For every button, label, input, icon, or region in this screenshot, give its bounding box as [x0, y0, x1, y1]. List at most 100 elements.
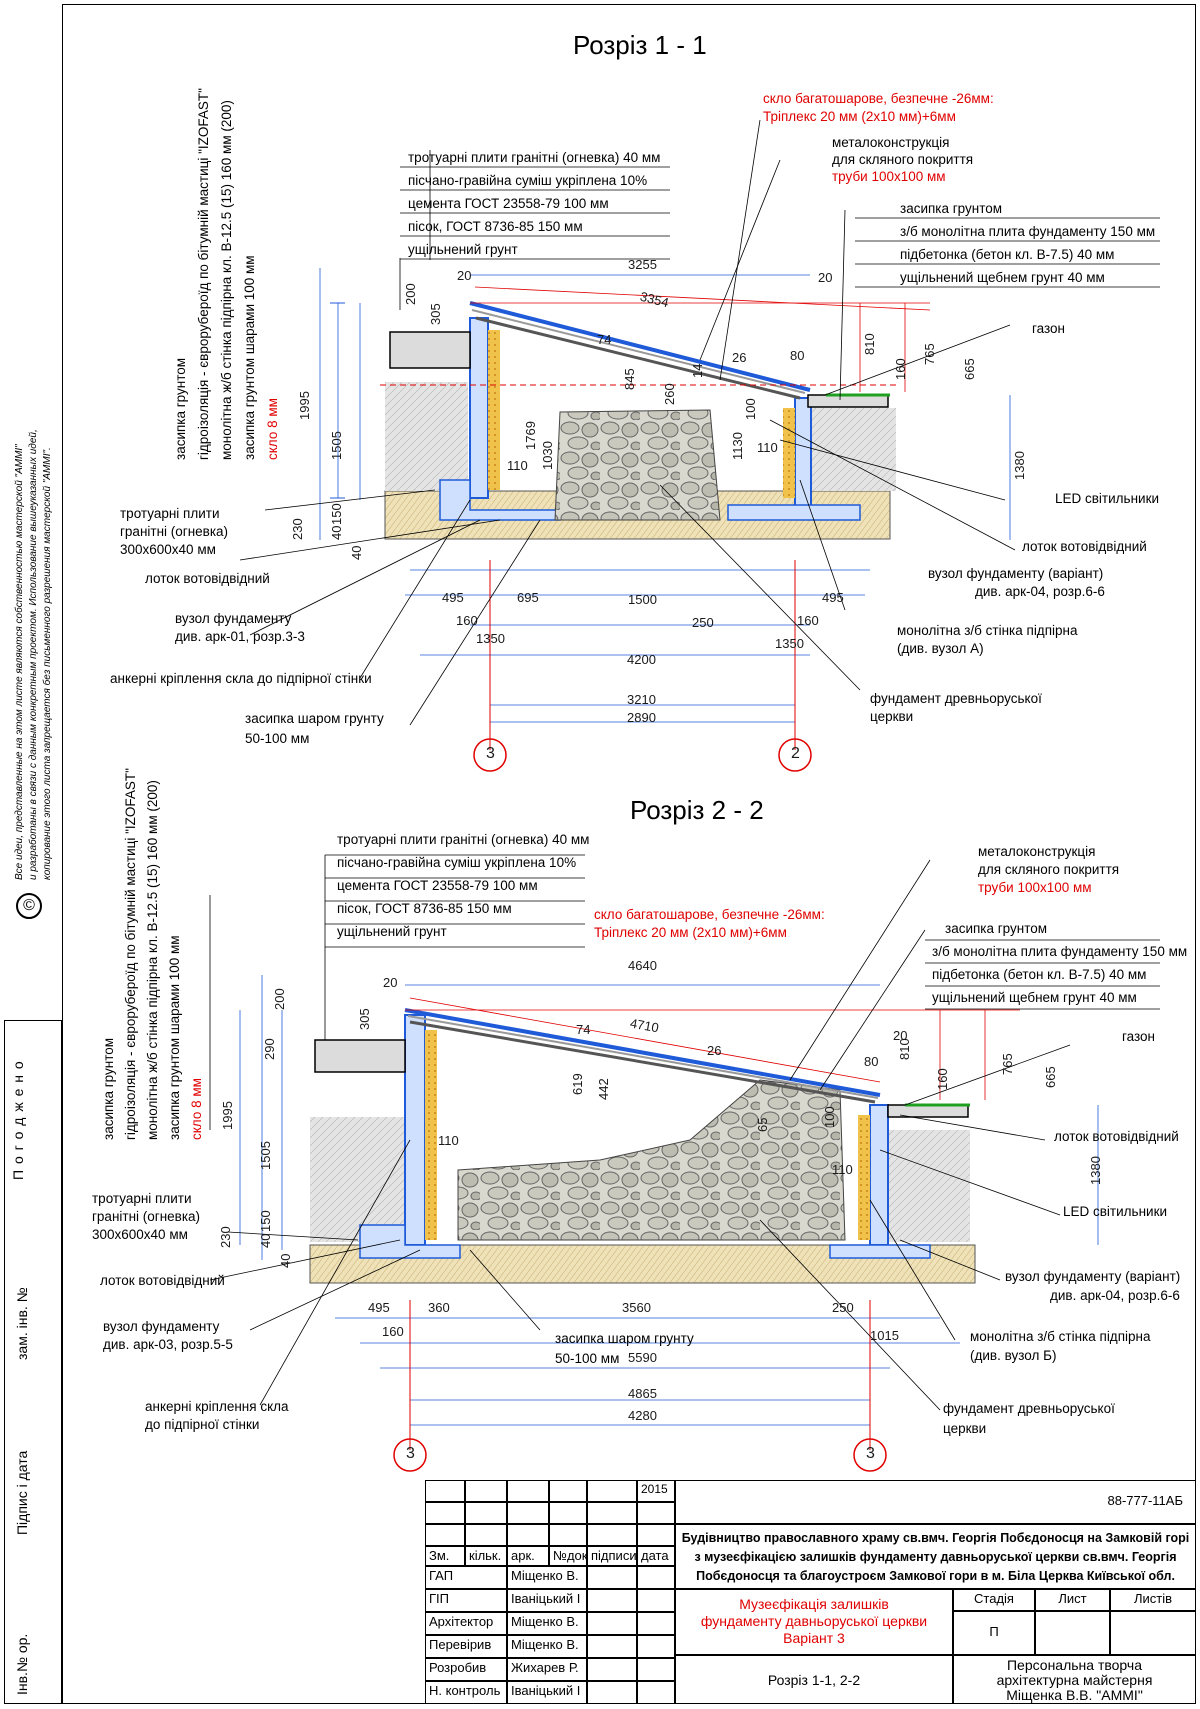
s1-dim: 3210	[627, 692, 656, 707]
s2-vuzol-right-2: див. арк-04, розр.6-6	[1050, 1288, 1180, 1303]
s2-pave-layer-4: пісок, ГОСТ 8736-85 150 мм	[337, 901, 512, 916]
s1-vuzol-left-1: вузол фундаменту	[175, 611, 292, 626]
s1-dim: 80	[790, 348, 805, 363]
s1-dim: 250	[692, 615, 714, 630]
s1-dim: 1769	[523, 421, 538, 450]
stamp-hdr-kilk: кільк.	[465, 1546, 507, 1566]
s1-dim: 26	[732, 350, 747, 365]
stamp-firm-line-2: архітектурна майстерня	[996, 1672, 1153, 1688]
s2-dim: 1380	[1088, 1156, 1103, 1185]
s2-dim: 150	[258, 1210, 273, 1232]
s2-metal-2: для скляного покриття	[978, 862, 1120, 877]
s2-pave-layer-2: пісчано-гравійна суміш укріплена 10%	[337, 855, 577, 870]
s1-dim: 110	[757, 440, 778, 455]
s2-dim: 810	[897, 1038, 912, 1060]
stamp-stadia-label: Стадія	[953, 1589, 1035, 1611]
s1-vuzol-right-1: вузол фундаменту (варіант)	[928, 566, 1104, 581]
s2-glass-spec-2: Тріплекс 20 мм (2х10 мм)+6мм	[594, 925, 787, 940]
s2-vuzol-left-1: вузол фундаменту	[103, 1319, 220, 1334]
s1-dim: 20	[818, 270, 833, 285]
s1-right-layer-2: з/б монолітна плита фундаменту 150 мм	[900, 224, 1156, 239]
s2-axis-3-left: 3	[406, 1445, 415, 1462]
s2-zasypka-1: засипка шаром грунту	[555, 1331, 694, 1346]
s1-plyty-2: гранітні (огневка)	[120, 524, 229, 539]
s1-vert-layer-3: монолітна ж/б стінка підпірна кл. В-12.5…	[219, 100, 234, 460]
stamp-role: Перевірив	[425, 1635, 507, 1658]
s1-plyty-1: тротуарні плити	[120, 506, 220, 521]
s2-stinka-1: монолітна з/б стінка підпірна	[970, 1329, 1151, 1344]
s2-right-layer-4: ущільнений щебнем грунт 40 мм	[932, 990, 1137, 1005]
s2-dim: 442	[596, 1078, 611, 1100]
s2-fund-1: фундамент древньоруської	[943, 1401, 1115, 1416]
s1-dim: 495	[822, 590, 844, 605]
s2-dim: 80	[864, 1054, 879, 1069]
s2-dim: 160	[935, 1068, 950, 1090]
s1-led: LED світильники	[1055, 491, 1160, 506]
s1-pave-layer-1: тротуарні плити гранітні (огневка) 40 мм	[408, 150, 661, 165]
approval-strip	[4, 1020, 62, 1704]
s1-dim: 1505	[329, 431, 344, 460]
s2-right-layer-1: засипка грунтом	[945, 921, 1048, 936]
s2-right-layer-2: з/б монолітна плита фундаменту 150 мм	[932, 944, 1188, 959]
s1-dim: 40	[329, 525, 344, 540]
s1-stinka-2: (див. вузол А)	[897, 641, 984, 656]
stamp-role: Розробив	[425, 1658, 507, 1681]
s2-dim: 110	[438, 1133, 459, 1148]
s2-dim: 65	[755, 1117, 770, 1132]
s2-plyty-1: тротуарні плити	[92, 1191, 192, 1206]
s1-glass-spec-2: Тріплекс 20 мм (2х10 мм)+6мм	[763, 109, 956, 124]
s2-axis-3-right: 3	[866, 1445, 875, 1462]
stamp-name: Міщенко В.	[507, 1566, 587, 1589]
s2-dim: 110	[832, 1162, 853, 1177]
s2-pave-layer-5: ущільнений грунт	[337, 924, 447, 939]
s2-plyty-2: гранітні (огневка)	[92, 1209, 201, 1224]
copyright-symbol: ©	[16, 893, 42, 919]
title-block: 2015 Зм. кільк. арк. №док підписи дата Г…	[425, 1480, 1196, 1704]
s1-stinka-1: монолітна з/б стінка підпірна	[897, 623, 1078, 638]
stamp-sheet-title-2: фундаменту давньоруської церкви	[700, 1613, 928, 1629]
s1-dim: 14	[690, 363, 705, 378]
s1-fund-2: церкви	[870, 709, 914, 724]
s1-dim: 40	[349, 545, 364, 560]
section-2-title: Розріз 2 - 2	[630, 795, 764, 825]
stamp-project-line-2: з музеєфікацією залишків фундаменту давн…	[694, 1550, 1177, 1564]
s1-dim: 1350	[775, 636, 804, 651]
s2-dim: 40	[258, 1233, 273, 1248]
s1-pave-layer-3: цемента ГОСТ 23558-79 100 мм	[408, 196, 609, 211]
s2-dim: 495	[368, 1300, 390, 1315]
s1-dim: 305	[428, 303, 443, 325]
s1-axis-2: 2	[791, 745, 800, 762]
s2-gazon: газон	[1122, 1029, 1155, 1044]
s2-led: LED світильники	[1063, 1204, 1168, 1219]
stamp-sheet-title: Музеєфікація залишків фундаменту давньор…	[675, 1589, 953, 1655]
s2-vert-red: скло 8 мм	[189, 1078, 204, 1140]
s1-glass-spec-1: скло багатошарове, безпечне -26мм:	[763, 91, 994, 106]
s2-dim: 619	[570, 1073, 585, 1095]
s1-dim: 20	[457, 268, 472, 283]
s1-dim: 4200	[627, 652, 656, 667]
s1-vuzol-right-2: див. арк-04, розр.6-6	[975, 584, 1105, 599]
s2-stinka-2: (див. вузол Б)	[970, 1348, 1057, 1363]
s2-dim: 250	[832, 1300, 854, 1315]
s1-dim: 1130	[730, 432, 745, 460]
s1-dim: 150	[329, 503, 344, 525]
s2-dim: 3560	[622, 1300, 651, 1315]
s1-dim: 160	[797, 613, 819, 628]
s1-dim: 74	[597, 332, 612, 347]
s1-zasypka-2: 50-100 мм	[245, 731, 310, 746]
stamp-hdr-data: дата	[637, 1546, 675, 1566]
s1-lotok-right: лоток вотовідвідний	[1022, 539, 1147, 554]
s1-dim: 1350	[476, 631, 505, 646]
s2-dim: 360	[428, 1300, 450, 1315]
s2-dim: 20	[893, 1028, 908, 1043]
s1-dim: 665	[962, 358, 977, 380]
s1-zasypka-1: засипка шаром грунту	[245, 711, 384, 726]
s2-vert-layer-2: гідроізоляція - єврорубероїд по бітумній…	[123, 768, 138, 1140]
stamp-project-line-1: Будівництво православного храму св.вмч. …	[681, 1531, 1190, 1545]
s1-dim: 160	[456, 613, 478, 628]
s1-right-layer-1: засипка грунтом	[900, 201, 1003, 216]
stamp-name: Іваніцький І	[507, 1681, 587, 1704]
stamp-role: Н. контроль	[425, 1681, 507, 1704]
s2-zasypka-2: 50-100 мм	[555, 1351, 620, 1366]
s1-ankerni: анкерні кріплення скла до підпірної стін…	[110, 671, 372, 686]
